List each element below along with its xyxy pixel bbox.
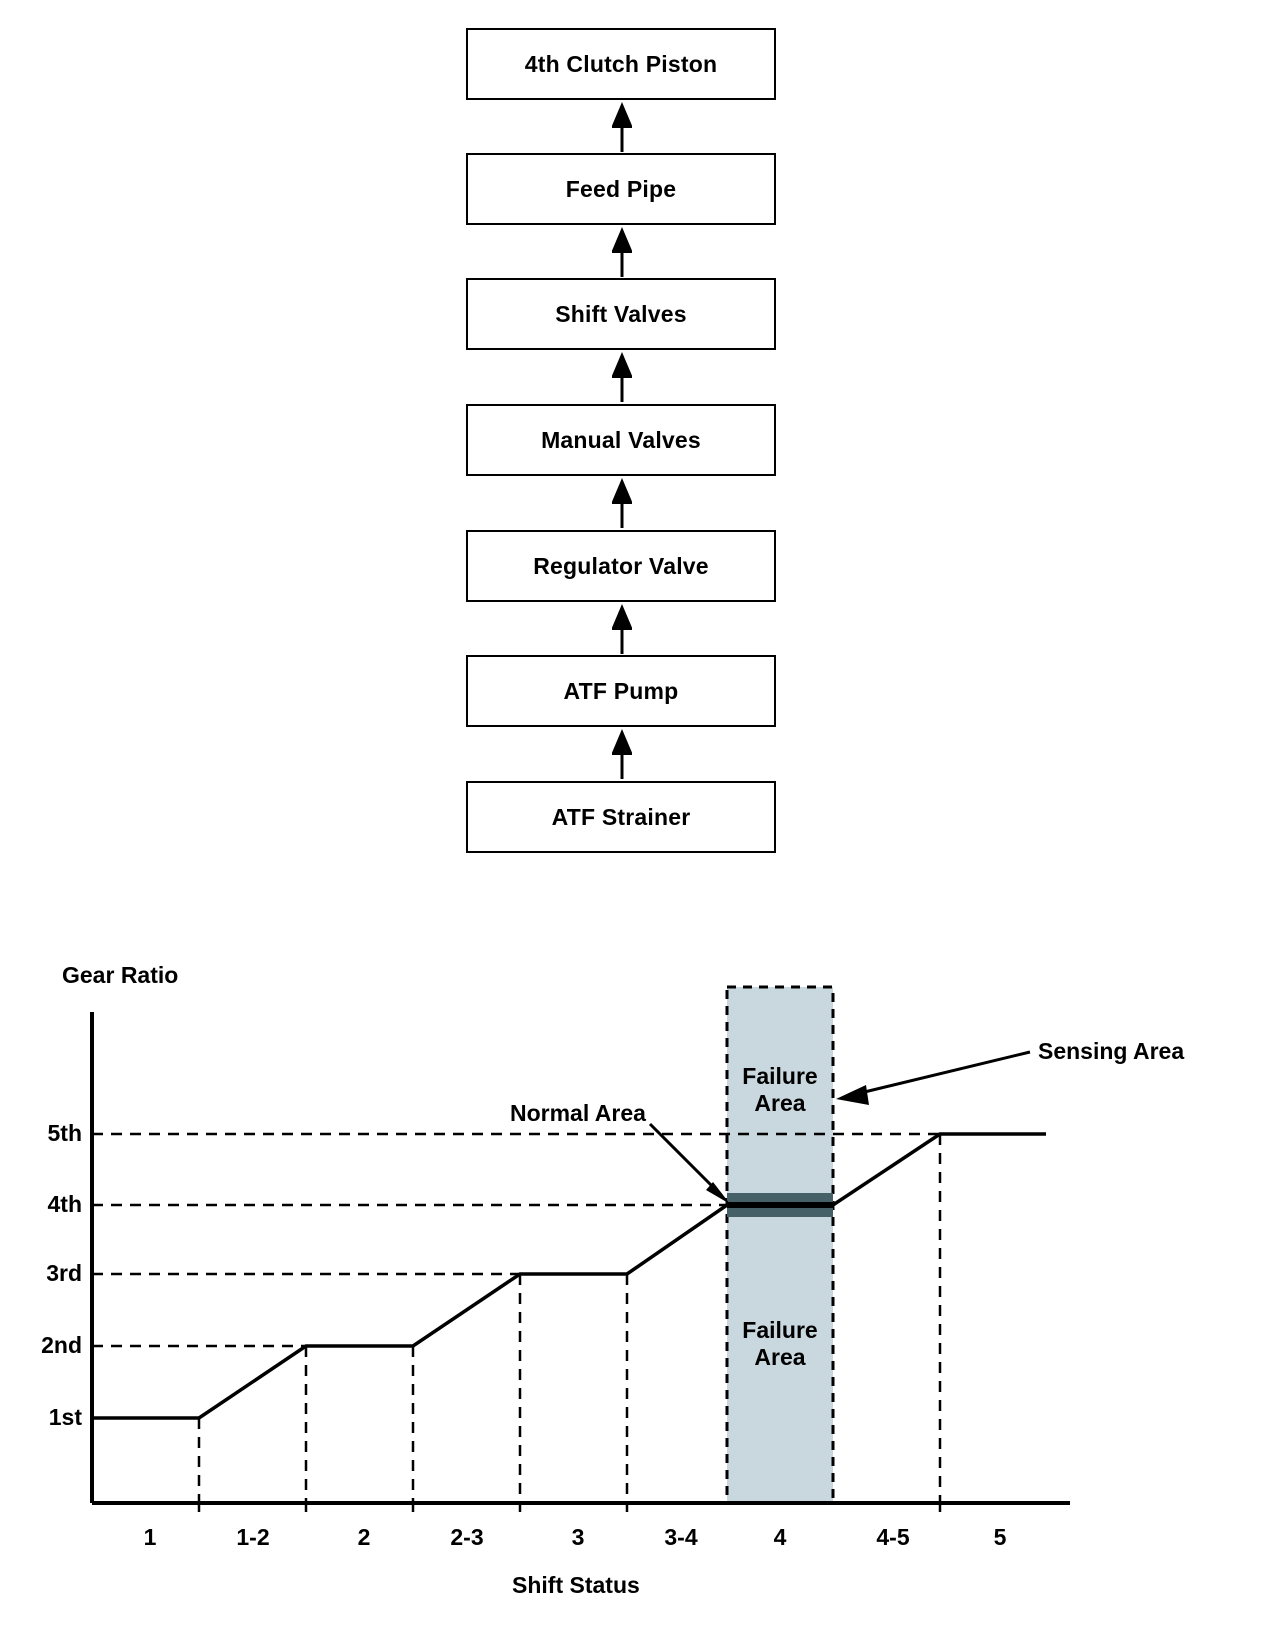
flow-node-label: Regulator Valve — [533, 552, 709, 579]
y-tick-label-5th: 5th — [47, 1120, 83, 1146]
failure-area-top-line1: Failure — [742, 1063, 818, 1089]
y-tick-label-3rd: 3rd — [46, 1260, 82, 1286]
normal-area-label: Normal Area — [510, 1100, 646, 1126]
flow-node-regulator-valve[interactable]: Regulator Valve — [466, 530, 776, 602]
flow-node-label: ATF Strainer — [551, 803, 691, 830]
sensing-area-arrowhead — [836, 1085, 869, 1105]
flow-arrow-up-6 — [612, 729, 632, 779]
y-axis-title: Gear Ratio — [62, 962, 179, 988]
sensing-area-band — [727, 987, 833, 1503]
x-tick-label-3: 3 — [571, 1524, 585, 1550]
flow-arrow-up-5 — [612, 604, 632, 654]
y-tick-label-1st: 1st — [48, 1404, 82, 1430]
x-tick-label-3-4: 3-4 — [664, 1524, 698, 1550]
sensing-area-leader-line — [851, 1050, 1031, 1097]
flow-node-4th-clutch-piston[interactable]: 4th Clutch Piston — [466, 28, 776, 100]
x-tick-label-5: 5 — [993, 1524, 1007, 1550]
flow-node-feed-pipe[interactable]: Feed Pipe — [466, 153, 776, 225]
failure-area-bottom-line1: Failure — [742, 1317, 818, 1343]
normal-area-leader-line — [648, 1122, 724, 1198]
y-tick-label-4th: 4th — [47, 1191, 83, 1217]
x-tick-label-2-3: 2-3 — [450, 1524, 484, 1550]
failure-area-label-top: Failure Area — [726, 1063, 834, 1117]
x-axis-title: Shift Status — [512, 1572, 640, 1598]
x-tick-label-1: 1 — [143, 1524, 157, 1550]
gear-ratio-line — [92, 1132, 1046, 1420]
x-tick-label-4-5: 4-5 — [876, 1524, 910, 1550]
chart-plot-svg — [90, 985, 1070, 1512]
flow-node-manual-valves[interactable]: Manual Valves — [466, 404, 776, 476]
flow-node-label: Shift Valves — [555, 300, 687, 327]
y-tick-label-2nd: 2nd — [41, 1332, 82, 1358]
sensing-area-label: Sensing Area — [1038, 1038, 1185, 1064]
flow-node-label: Manual Valves — [541, 426, 701, 453]
normal-area-arrowhead — [706, 1182, 730, 1204]
flow-arrow-up-4 — [612, 478, 632, 528]
flow-arrow-up-2 — [612, 227, 632, 277]
flow-arrow-up-1 — [612, 102, 632, 152]
x-tick-label-2: 2 — [357, 1524, 371, 1550]
flow-node-label: 4th Clutch Piston — [524, 50, 718, 77]
failure-area-label-bottom: Failure Area — [726, 1317, 834, 1371]
flow-node-shift-valves[interactable]: Shift Valves — [466, 278, 776, 350]
flow-arrow-up-3 — [612, 352, 632, 402]
flowchart: 4th Clutch Piston Feed Pipe Shift Valves… — [466, 28, 776, 853]
flow-node-label: Feed Pipe — [565, 175, 677, 202]
x-tick-label-1-2: 1-2 — [236, 1524, 270, 1550]
flow-node-atf-strainer[interactable]: ATF Strainer — [466, 781, 776, 853]
gear-ratio-chart: Gear Ratio 5th 4th 3rd 2nd 1st 1 1-2 2 2… — [0, 900, 1263, 1643]
failure-area-top-line2: Area — [754, 1090, 806, 1117]
failure-area-bottom-line2: Area — [754, 1344, 806, 1371]
flow-node-atf-pump[interactable]: ATF Pump — [466, 655, 776, 727]
flow-node-label: ATF Pump — [563, 677, 679, 704]
x-tick-label-4: 4 — [773, 1524, 787, 1550]
